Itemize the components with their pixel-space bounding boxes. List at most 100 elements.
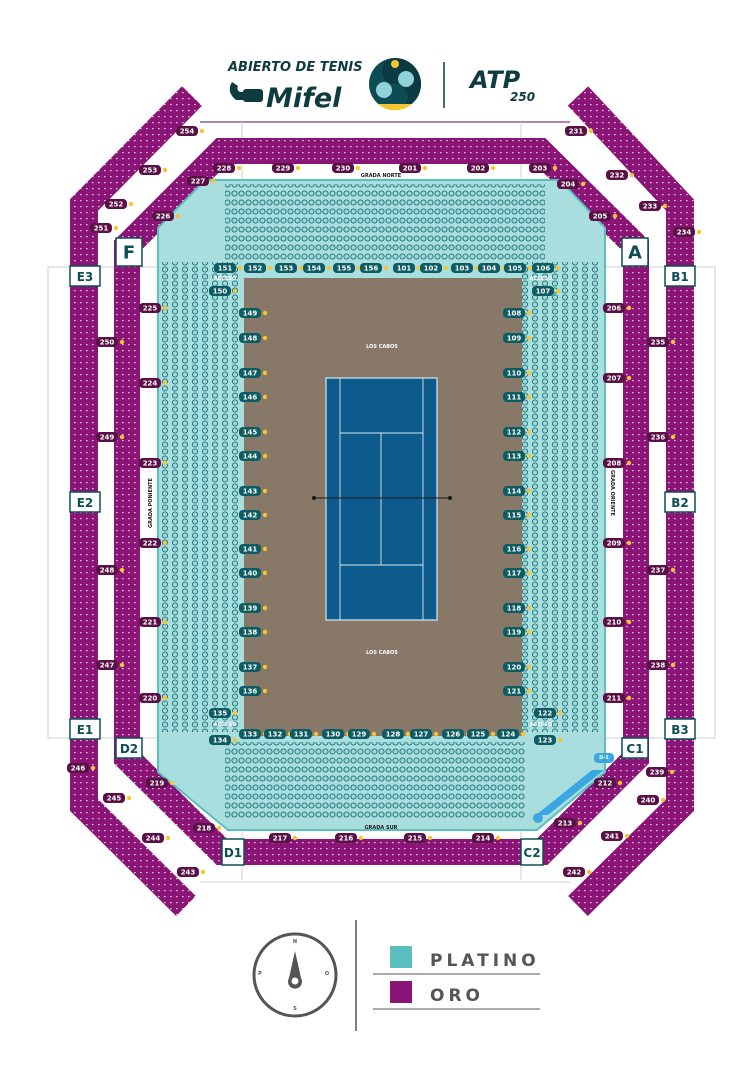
section-214[interactable]: 214	[472, 833, 501, 843]
section-107[interactable]: 107	[532, 286, 561, 296]
section-207[interactable]: 207	[603, 373, 632, 383]
section-136[interactable]: 136	[239, 686, 268, 696]
section-254[interactable]: 254	[176, 126, 205, 136]
section-134[interactable]: 134	[209, 735, 238, 745]
section-222[interactable]: 222	[139, 538, 168, 548]
section-111[interactable]: 111	[503, 392, 532, 402]
section-204[interactable]: 204	[557, 179, 586, 189]
section-213[interactable]: 213	[554, 818, 583, 828]
section-242[interactable]: 242	[563, 867, 592, 877]
section-221[interactable]: 221	[139, 617, 168, 627]
section-237[interactable]: 237	[647, 565, 676, 575]
section-223[interactable]: 223	[139, 458, 168, 468]
section-227[interactable]: 227	[187, 176, 216, 186]
section-114[interactable]: 114	[503, 486, 532, 496]
section-115[interactable]: 115	[503, 510, 532, 520]
section-244[interactable]: 244	[142, 833, 171, 843]
section-150[interactable]: 150	[209, 286, 238, 296]
section-106[interactable]: 106	[532, 263, 561, 273]
section-228[interactable]: 228	[213, 163, 242, 173]
section-109[interactable]: 109	[503, 333, 532, 343]
section-241[interactable]: 241	[601, 831, 630, 841]
section-117[interactable]: 117	[503, 568, 532, 578]
section-250[interactable]: 250	[96, 337, 125, 347]
section-233[interactable]: 233	[639, 201, 668, 211]
section-127[interactable]: 127	[410, 729, 439, 739]
section-154[interactable]: 154	[303, 263, 332, 273]
section-238[interactable]: 238	[647, 660, 676, 670]
section-124[interactable]: 124	[497, 729, 526, 739]
section-243[interactable]: 243	[177, 867, 206, 877]
section-245[interactable]: 245	[103, 793, 132, 803]
section-118[interactable]: 118	[503, 603, 532, 613]
section-253[interactable]: 253	[139, 165, 168, 175]
section-232[interactable]: 232	[606, 170, 635, 180]
section-208[interactable]: 208	[603, 458, 632, 468]
section-142[interactable]: 142	[239, 510, 268, 520]
section-141[interactable]: 141	[239, 544, 268, 554]
section-128[interactable]: 128	[382, 729, 411, 739]
section-205[interactable]: 205	[589, 211, 618, 221]
section-230[interactable]: 230	[332, 163, 361, 173]
section-215[interactable]: 215	[404, 833, 433, 843]
section-235[interactable]: 235	[647, 337, 676, 347]
section-239[interactable]: 239	[646, 767, 675, 777]
section-220[interactable]: 220	[139, 693, 168, 703]
section-217[interactable]: 217	[269, 833, 298, 843]
section-252[interactable]: 252	[105, 199, 134, 209]
section-251[interactable]: 251	[90, 223, 119, 233]
section-247[interactable]: 247	[96, 660, 125, 670]
section-125[interactable]: 125	[467, 729, 496, 739]
section-116[interactable]: 116	[503, 544, 532, 554]
section-236[interactable]: 236	[647, 432, 676, 442]
section-113[interactable]: 113	[503, 451, 532, 461]
section-212[interactable]: 212	[594, 778, 623, 788]
section-147[interactable]: 147	[239, 368, 268, 378]
section-216[interactable]: 216	[335, 833, 364, 843]
section-138[interactable]: 138	[239, 627, 268, 637]
section-152[interactable]: 152	[244, 263, 273, 273]
section-225[interactable]: 225	[139, 303, 168, 313]
section-202[interactable]: 202	[467, 163, 496, 173]
section-119[interactable]: 119	[503, 627, 532, 637]
section-112[interactable]: 112	[503, 427, 532, 437]
section-229[interactable]: 229	[272, 163, 301, 173]
section-149[interactable]: 149	[239, 308, 268, 318]
section-248[interactable]: 248	[96, 565, 125, 575]
section-226[interactable]: 226	[152, 211, 181, 221]
section-140[interactable]: 140	[239, 568, 268, 578]
section-110[interactable]: 110	[503, 368, 532, 378]
section-249[interactable]: 249	[96, 432, 125, 442]
section-146[interactable]: 146	[239, 392, 268, 402]
section-211[interactable]: 211	[603, 693, 632, 703]
section-108[interactable]: 108	[503, 308, 532, 318]
section-143[interactable]: 143	[239, 486, 268, 496]
section-209[interactable]: 209	[603, 538, 632, 548]
section-122[interactable]: 122	[534, 708, 563, 718]
section-218[interactable]: 218	[193, 823, 222, 833]
section-234[interactable]: 234	[673, 227, 702, 237]
section-153[interactable]: 153	[275, 263, 304, 273]
section-137[interactable]: 137	[239, 662, 268, 672]
section-105[interactable]: 105	[504, 263, 533, 273]
section-240[interactable]: 240	[637, 795, 666, 805]
section-120[interactable]: 120	[503, 662, 532, 672]
section-210[interactable]: 210	[603, 617, 632, 627]
section-246[interactable]: 246	[67, 763, 96, 773]
section-144[interactable]: 144	[239, 451, 268, 461]
section-219[interactable]: 219	[146, 778, 175, 788]
section-139[interactable]: 139	[239, 603, 268, 613]
section-135[interactable]: 135	[209, 708, 238, 718]
section-121[interactable]: 121	[503, 686, 532, 696]
section-151[interactable]: 151	[214, 263, 243, 273]
section-145[interactable]: 145	[239, 427, 268, 437]
section-206[interactable]: 206	[603, 303, 632, 313]
section-231[interactable]: 231	[565, 126, 594, 136]
section-131[interactable]: 131	[290, 729, 319, 739]
section-102[interactable]: 102	[420, 263, 449, 273]
section-155[interactable]: 155	[333, 263, 362, 273]
accessible-section[interactable]: D-1	[533, 753, 614, 823]
section-224[interactable]: 224	[139, 378, 168, 388]
section-129[interactable]: 129	[348, 729, 377, 739]
section-201[interactable]: 201	[399, 163, 428, 173]
